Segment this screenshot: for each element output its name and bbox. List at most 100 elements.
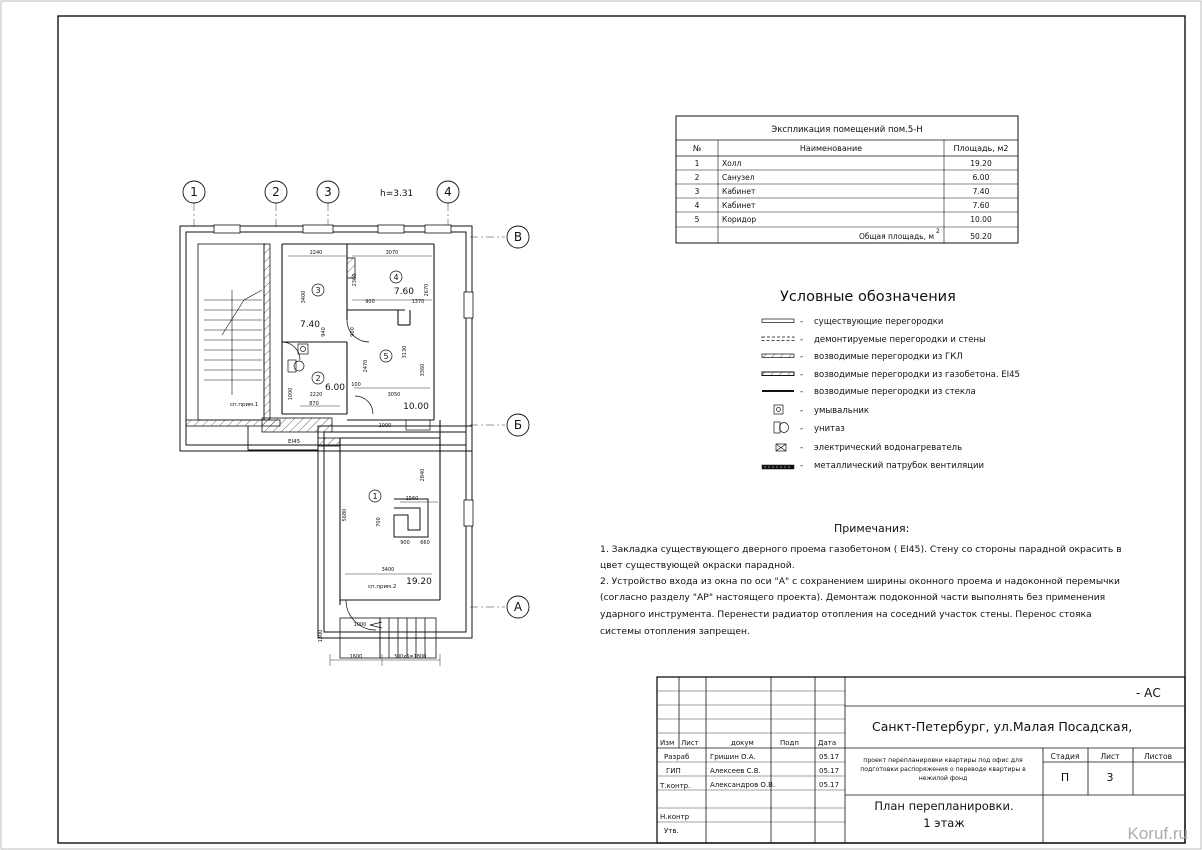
staff-date: 05.17 [819,753,839,761]
table-row: 7.40 [973,187,990,196]
table-row: 2 [695,173,700,182]
notes-line: 2. Устройство входа из окна по оси "А" с… [600,576,1120,587]
notes-title: Примечания: [834,522,909,535]
svg-text:-: - [800,443,803,453]
notes-line: цвет существующей окраски парадной. [600,560,795,571]
legend-item: возводимые перегородки из ГКЛ [814,352,963,362]
notes: Примечания: 1. Закладка существующего дв… [600,522,1122,637]
dim-text: 700 [376,517,382,527]
dim-text: 2840 [420,469,426,482]
legend-item: электрический водонагреватель [814,443,962,453]
explication-header: № [693,144,702,153]
dim-text: 870 [309,401,319,407]
stage-label: Стадия [1051,752,1080,761]
table-row: 7.60 [973,201,990,210]
drawing-title: 1 этаж [923,816,964,830]
project-description: подготовки распоряжения о переводе кварт… [860,766,1026,773]
legend-item: существующие перегородки [814,317,943,327]
svg-text:-: - [800,370,803,380]
dim-text: 3070 [386,250,399,256]
axis-label-1: 1 [190,185,198,199]
dim-text: 1000 [379,423,392,429]
room-number: 3 [315,286,320,295]
legend: Условные обозначения существующие перего… [761,289,1020,471]
project-address: Санкт-Петербург, ул.Малая Посадская, [872,719,1132,734]
section-label: сп.прим.1 [230,402,258,408]
dim-text: 1000 [354,622,367,628]
total-area-label: Общая площадь, м [859,232,934,241]
room-number: 1 [372,492,377,501]
room-area: 10.00 [403,402,429,412]
legend-item: унитаз [814,424,845,434]
explication-title: Экспликация помещений пом.5-Н [771,125,922,135]
svg-text:-: - [800,387,803,397]
room-area: 7.60 [394,287,414,297]
dim-text: 2220 [310,392,323,398]
dim-text: 5680 [342,509,348,522]
dim-text: 3130 [402,346,408,359]
ceiling-height-label: h=3.31 [380,189,413,199]
sheet-value: 3 [1107,771,1114,784]
total-area-value: 50.20 [970,232,992,241]
svg-text:-: - [800,352,803,362]
legend-title: Условные обозначения [780,289,956,305]
stage-value: П [1061,771,1069,784]
dim-text: 1560 [406,496,419,502]
legend-item: металлический патрубок вентиляции [814,461,984,471]
dim-text: 900 [365,299,375,305]
total-area-sup: 2 [936,228,940,235]
staff-role: ГИП [666,767,681,775]
room-number: 5 [383,352,388,361]
dim-text: 2240 [310,250,323,256]
staff-role: Разраб [664,753,689,761]
explication-header: Площадь, м2 [954,144,1009,153]
room-number: 2 [315,374,320,383]
room-number: 4 [393,273,398,282]
dim-text: 1000 [288,388,294,401]
explication-header: Наименование [800,144,862,153]
section-label: сп.прим.2 [368,584,396,590]
dim-text: 660 [420,540,430,546]
drawing-title: План перепланировки. [874,799,1013,813]
dim-text: 2470 [363,360,369,373]
dim-text: 2360 [352,274,358,287]
column-label: докум [731,739,754,747]
dim-text: 1370 [412,299,425,305]
table-row: Кабинет [722,201,756,210]
staff-date: 05.17 [819,781,839,789]
staff-role: Н.контр [660,813,690,821]
legend-item: возводимые перегородки из газобетона. EI… [814,370,1020,380]
staff-role: Утв. [664,827,679,835]
table-row: Санузел [722,173,755,182]
axis-label-v: В [514,230,522,244]
axis-label-4: 4 [444,185,452,199]
axis-label-3: 3 [324,185,332,199]
staff-name: Александров О.В. [710,781,775,789]
axis-label-a: А [514,600,523,614]
svg-text:-: - [800,461,803,471]
axis-label-2: 2 [272,185,280,199]
title-block: - АС Санкт-Петербург, ул.Малая Посадская… [656,676,1186,844]
water-heater-icon [775,443,787,452]
dim-text: 3400 [301,291,307,304]
dim-text: 300х6=1800 [394,654,427,660]
column-label: Дата [818,739,836,747]
staff-name: Гришин О.А. [710,753,756,761]
table-row: 5 [695,215,700,224]
svg-text:-: - [800,317,803,327]
svg-text:-: - [800,335,803,345]
table-row: 3 [695,187,700,196]
staff-name: Алексеев С.В. [710,767,761,775]
notes-line: ударного инструмента. Перенести радиатор… [600,609,1092,620]
washbasin-icon [297,343,309,355]
room-area: 19.20 [406,577,432,587]
wall-mark-label: EI45 [288,439,301,445]
entrance-stair [339,617,437,659]
room-area: 7.40 [300,320,320,330]
explication-table: Экспликация помещений пом.5-Н № Наименов… [675,115,1019,244]
notes-line: (согласно разделу "АР" настоящего проект… [600,592,1105,603]
floor-plan: 1 2 3 4 В Б А h=3.31 [179,180,530,666]
staff-date: 05.17 [819,767,839,775]
table-row: 19.20 [970,159,992,168]
